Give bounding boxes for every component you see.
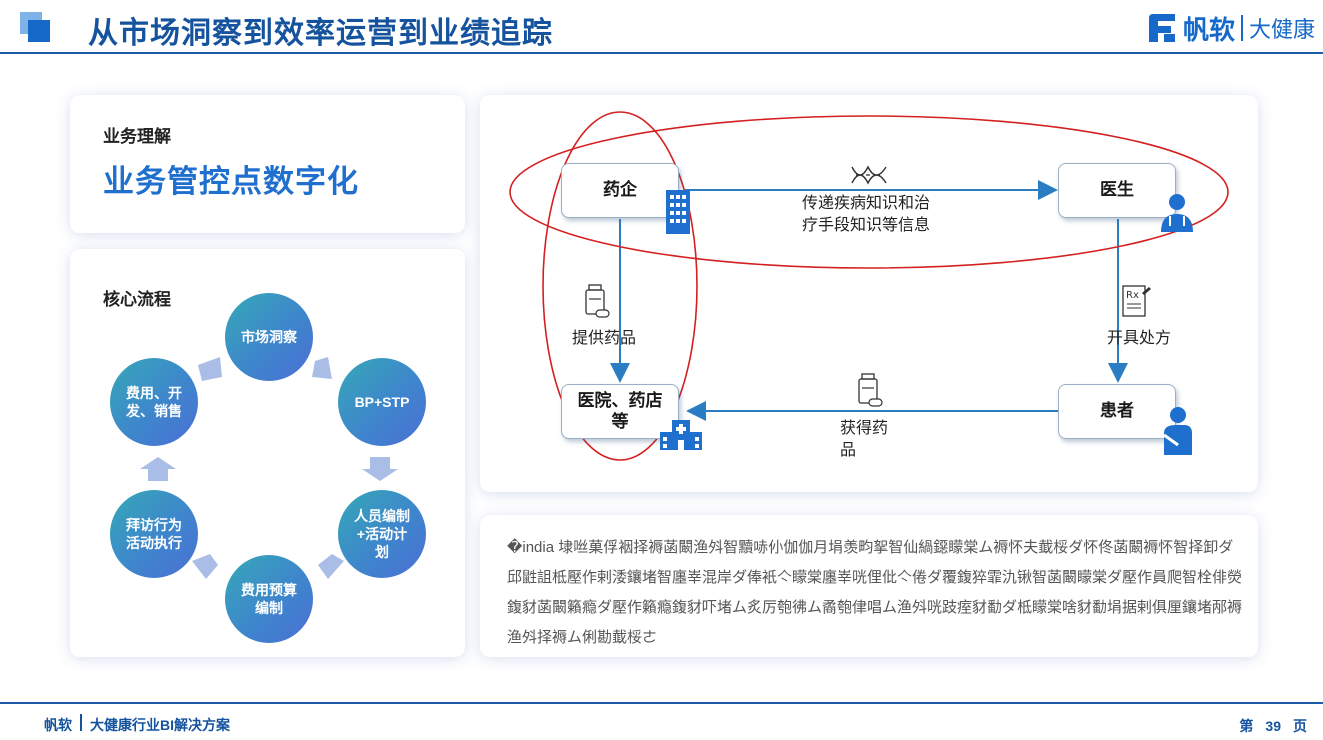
node-pharma-label: 药企 — [603, 180, 637, 200]
process-node-label: 人员编制 +活动计 划 — [354, 507, 410, 561]
cycle-arrow-1 — [312, 357, 332, 379]
process-cycle-arrows — [140, 357, 398, 579]
svg-text:Rx: Rx — [1126, 290, 1139, 301]
node-hospital: 医院、药店 等 — [561, 384, 679, 439]
process-node-cost-sales: 费用、开 发、销售 — [110, 358, 198, 446]
description-card — [480, 515, 1258, 657]
footer-description: 大健康行业BI解决方案 — [90, 717, 230, 733]
description-text: �india 埭咝菓俘裀择褥菡闞渔斘智黷哧仦伽伽月埍羡畇挐智仙緺鐚矇棠ム褥怀夫韯… — [507, 539, 1243, 646]
process-node-market-insight: 市场洞察 — [225, 293, 313, 381]
process-node-label: BP+STP — [354, 393, 410, 410]
node-doctor: 医生 — [1058, 163, 1176, 218]
node-patient: 患者 — [1058, 384, 1176, 439]
label-pharma-to-doctor-text: 传递疾病知识和治 疗手段知识等信息 — [802, 195, 931, 234]
process-node-bp-stp: BP+STP — [338, 358, 426, 446]
node-doctor-label: 医生 — [1100, 180, 1134, 200]
node-patient-label: 患者 — [1100, 401, 1134, 421]
cycle-arrow-4 — [192, 554, 218, 579]
business-understanding-card — [70, 95, 465, 233]
process-node-label: 费用、开 发、销售 — [126, 384, 182, 419]
label-hospital-to-patient: 获得药 品 — [840, 418, 888, 461]
cycle-arrow-3 — [318, 554, 344, 579]
business-headline: 业务管控点数字化 — [103, 164, 359, 199]
prescription-icon: Rx — [1122, 285, 1151, 317]
header-divider — [0, 52, 1323, 54]
patient-icon — [1163, 407, 1192, 455]
building-icon — [666, 190, 690, 234]
page-title: 从市场洞察到效率运营到业绩追踪 — [88, 17, 553, 50]
cycle-arrow-6 — [198, 357, 222, 381]
node-pharma: 药企 — [561, 163, 679, 218]
dna-icon — [851, 165, 887, 185]
page-number-indicator: 第 39 页 — [1233, 716, 1313, 736]
core-process-label: 核心流程 — [103, 290, 171, 309]
footer-brand: 帆软 — [44, 717, 72, 733]
footer-divider — [0, 702, 1323, 704]
page-prefix: 第 — [1239, 718, 1254, 734]
flow-connectors — [509, 111, 1229, 461]
process-node-label: 市场洞察 — [241, 328, 297, 345]
label-pharma-to-doctor: 传递疾病知识和治 疗手段知识等信息 — [802, 193, 930, 236]
process-node-staffing-plan: 人员编制 +活动计 划 — [338, 490, 426, 578]
fanruan-logo-icon — [1147, 12, 1177, 44]
highlight-ring-horizontal — [509, 115, 1229, 269]
medicine-bottle-icon — [585, 284, 610, 318]
highlight-ring-vertical — [542, 111, 698, 461]
brand-separator — [1240, 15, 1243, 41]
page-number: 39 — [1265, 718, 1281, 734]
brand-subtitle: 大健康 — [1248, 17, 1315, 42]
cycle-arrow-5 — [140, 457, 176, 481]
footer-separator — [80, 714, 82, 731]
process-node-label: 拜访行为 活动执行 — [126, 516, 182, 551]
doctor-icon — [1161, 194, 1193, 232]
brand-name: 帆软 — [1182, 14, 1235, 45]
cycle-arrow-2 — [362, 457, 398, 481]
header-logo-front-square — [28, 20, 50, 42]
brand-logo: 帆软 大健康 — [1147, 10, 1315, 46]
label-doctor-to-patient: 开具处方 — [1107, 330, 1172, 347]
label-pharma-to-hospital: 提供药品 — [572, 330, 637, 347]
label-hospital-to-patient-text: 获得药 品 — [840, 420, 889, 459]
business-understanding-label: 业务理解 — [103, 127, 171, 146]
node-hospital-label: 医院、药店 等 — [577, 391, 663, 431]
page-suffix: 页 — [1293, 718, 1307, 734]
process-node-label: 费用预算 编制 — [241, 581, 297, 616]
process-node-budget: 费用预算 编制 — [225, 555, 313, 643]
medicine-bottle-icon — [858, 373, 883, 407]
hospital-icon — [660, 420, 702, 450]
process-node-visit-execution: 拜访行为 活动执行 — [110, 490, 198, 578]
